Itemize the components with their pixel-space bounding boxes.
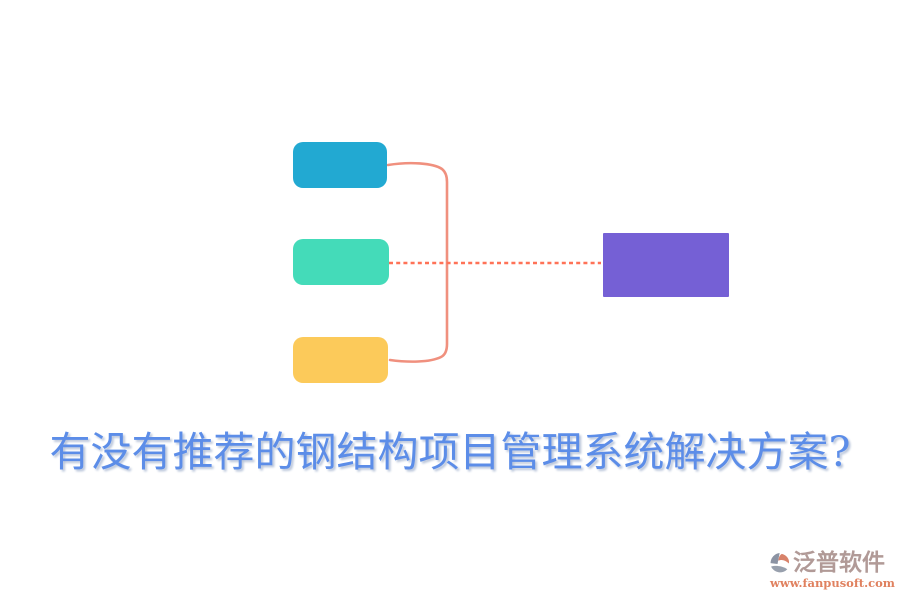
brand-website: www.fanpusoft.com	[770, 576, 895, 590]
fanpu-logo-icon	[770, 552, 791, 575]
branch-node-bottom	[293, 337, 388, 383]
logo-swoosh-shape	[771, 565, 788, 572]
branch-node-middle	[293, 239, 389, 285]
page-title: 有没有推荐的钢结构项目管理系统解决方案?	[49, 428, 851, 476]
branch-node-top	[293, 142, 387, 188]
brand-watermark: 泛普软件 www.fanpusoft.com	[770, 549, 895, 590]
root-node	[603, 233, 729, 297]
logo-crescent-shape	[778, 553, 790, 563]
logo-wedge-shape	[770, 552, 780, 564]
brand-name: 泛普软件	[793, 549, 885, 576]
